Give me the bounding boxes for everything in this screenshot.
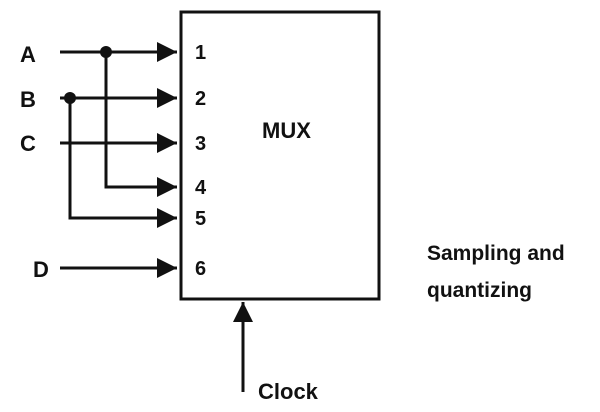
port-label-3: 3 bbox=[195, 133, 206, 155]
port-label-4: 4 bbox=[195, 177, 207, 199]
port-label-5: 5 bbox=[195, 208, 206, 230]
input-label-d: D bbox=[33, 257, 49, 282]
input-label-b: B bbox=[20, 87, 36, 112]
output-label-line-1: Sampling and bbox=[427, 242, 565, 265]
input-label-c: C bbox=[20, 131, 36, 156]
wire-a-to-port-4 bbox=[104, 52, 177, 197]
mux-label: MUX bbox=[262, 118, 311, 143]
clock-label: Clock bbox=[258, 379, 319, 404]
input-label-a: A bbox=[20, 42, 36, 67]
mux-block bbox=[179, 10, 381, 301]
output-label-line-2: quantizing bbox=[427, 279, 532, 302]
wire-b-to-port-5 bbox=[68, 98, 177, 228]
port-label-1: 1 bbox=[195, 42, 206, 64]
port-label-2: 2 bbox=[195, 88, 206, 110]
port-label-6: 6 bbox=[195, 258, 206, 280]
